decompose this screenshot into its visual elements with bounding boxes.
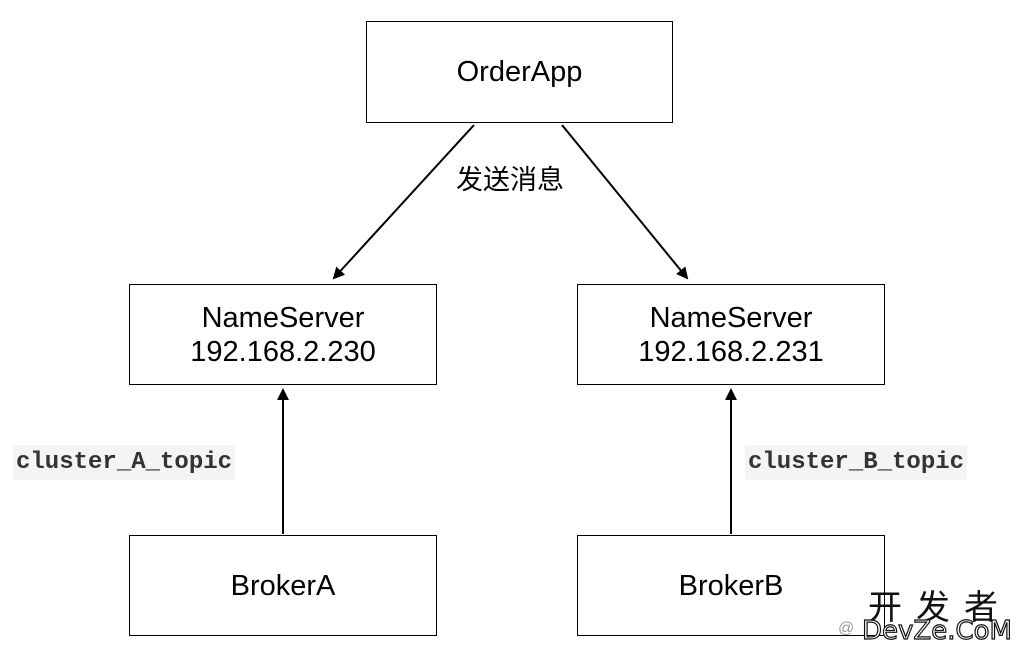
broker-b-label: BrokerB [678,569,784,602]
orderapp-label: OrderApp [456,56,583,88]
watermark-at: @ [838,620,855,637]
watermark-cn: 开发者 [868,588,1012,628]
topic-a-label: cluster_A_topic [13,445,236,480]
nameserver-a-ip: 192.168.2.230 [190,335,376,368]
topic-b-label: cluster_B_topic [745,445,968,480]
arrow-orderapp-to-nameserver-b [561,124,689,280]
arrow-orderapp-to-nameserver-a [332,124,475,280]
nameserver-a-node: NameServer 192.168.2.230 [129,284,437,385]
nameserver-b-title: NameServer [649,301,813,334]
broker-a-node: BrokerA [129,535,437,636]
watermark-en: DevZe.CoM [861,615,1012,646]
send-message-label: 发送消息 [456,158,564,197]
nameserver-b-node: NameServer 192.168.2.231 [577,284,885,385]
nameserver-b-ip: 192.168.2.231 [638,335,824,368]
broker-b-node: BrokerB [577,535,885,636]
broker-a-label: BrokerA [230,569,336,602]
nameserver-a-title: NameServer [201,301,365,334]
watermark-logo: @ 开发者 DevZe.CoM [838,580,1020,652]
orderapp-node: OrderApp [366,21,673,123]
